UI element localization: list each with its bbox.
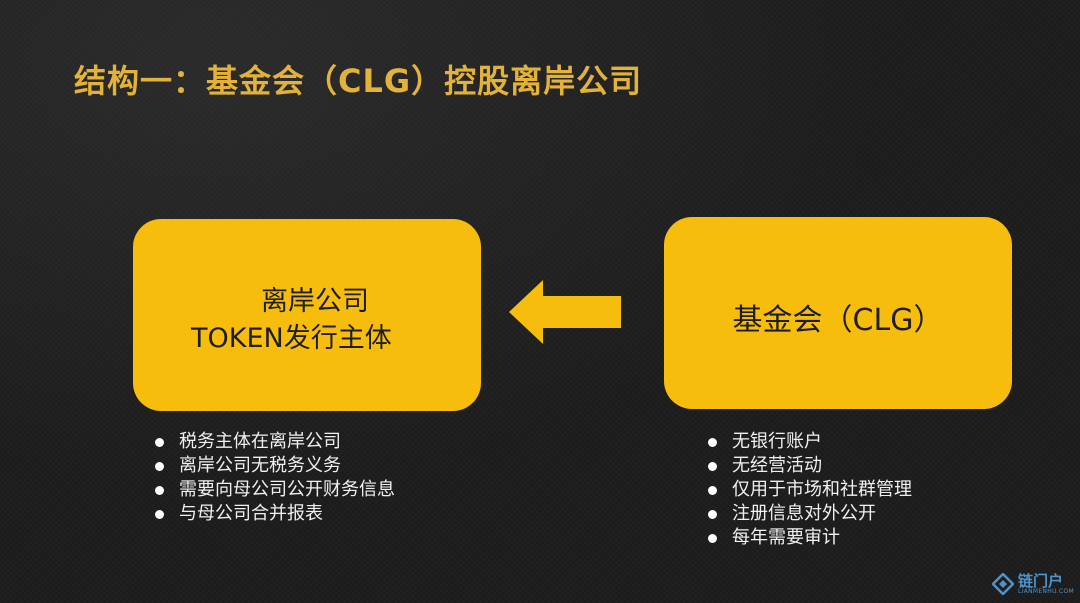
list-item-text: 每年需要审计 [732,527,840,548]
list-item: 需要向母公司公开财务信息 [155,478,395,502]
bullet-dot-icon [708,461,717,471]
bullet-dot-icon [155,509,164,519]
list-item: 无银行账户 [708,430,912,454]
list-item: 每年需要审计 [708,526,912,550]
list-item-text: 离岸公司无税务义务 [179,455,341,476]
bullet-dot-icon [155,461,164,471]
watermark-url: LIANMENHU.COM [1018,588,1074,595]
list-item: 注册信息对外公开 [708,502,912,526]
list-item-text: 无经营活动 [732,455,822,476]
foundation-clg-box: 基金会（CLG） [664,217,1012,409]
list-item: 与母公司合并报表 [155,502,395,526]
list-item-text: 注册信息对外公开 [732,503,876,524]
list-item-text: 无银行账户 [732,431,822,452]
offshore-company-box: 离岸公司 TOKEN发行主体 [133,219,481,411]
token-issuer-label: TOKEN发行主体 [191,323,392,354]
logo-icon [992,573,1014,595]
offshore-company-bullets: 税务主体在离岸公司 离岸公司无税务义务 需要向母公司公开财务信息 与母公司合并报… [155,430,395,526]
list-item: 无经营活动 [708,454,912,478]
offshore-company-label: 离岸公司 [261,286,369,317]
list-item: 仅用于市场和社群管理 [708,478,912,502]
bullet-dot-icon [155,437,164,447]
left-arrow-icon [509,280,621,344]
list-item-text: 需要向母公司公开财务信息 [179,479,395,500]
bullet-dot-icon [155,485,164,495]
foundation-clg-label: 基金会（CLG） [732,303,944,338]
bullet-dot-icon [708,437,717,447]
watermark-logo: 链门户 LIANMENHU.COM [990,570,1074,598]
list-item-text: 税务主体在离岸公司 [179,431,341,452]
watermark-name: 链门户 [1018,572,1064,590]
list-item-text: 与母公司合并报表 [179,503,323,524]
list-item: 税务主体在离岸公司 [155,430,395,454]
bullet-dot-icon [708,485,717,495]
slide-title: 结构一：基金会（CLG）控股离岸公司 [74,62,643,100]
bullet-dot-icon [708,533,717,543]
list-item: 离岸公司无税务义务 [155,454,395,478]
list-item-text: 仅用于市场和社群管理 [732,479,912,500]
foundation-bullets: 无银行账户 无经营活动 仅用于市场和社群管理 注册信息对外公开 每年需要审计 [708,430,912,550]
bullet-dot-icon [708,509,717,519]
